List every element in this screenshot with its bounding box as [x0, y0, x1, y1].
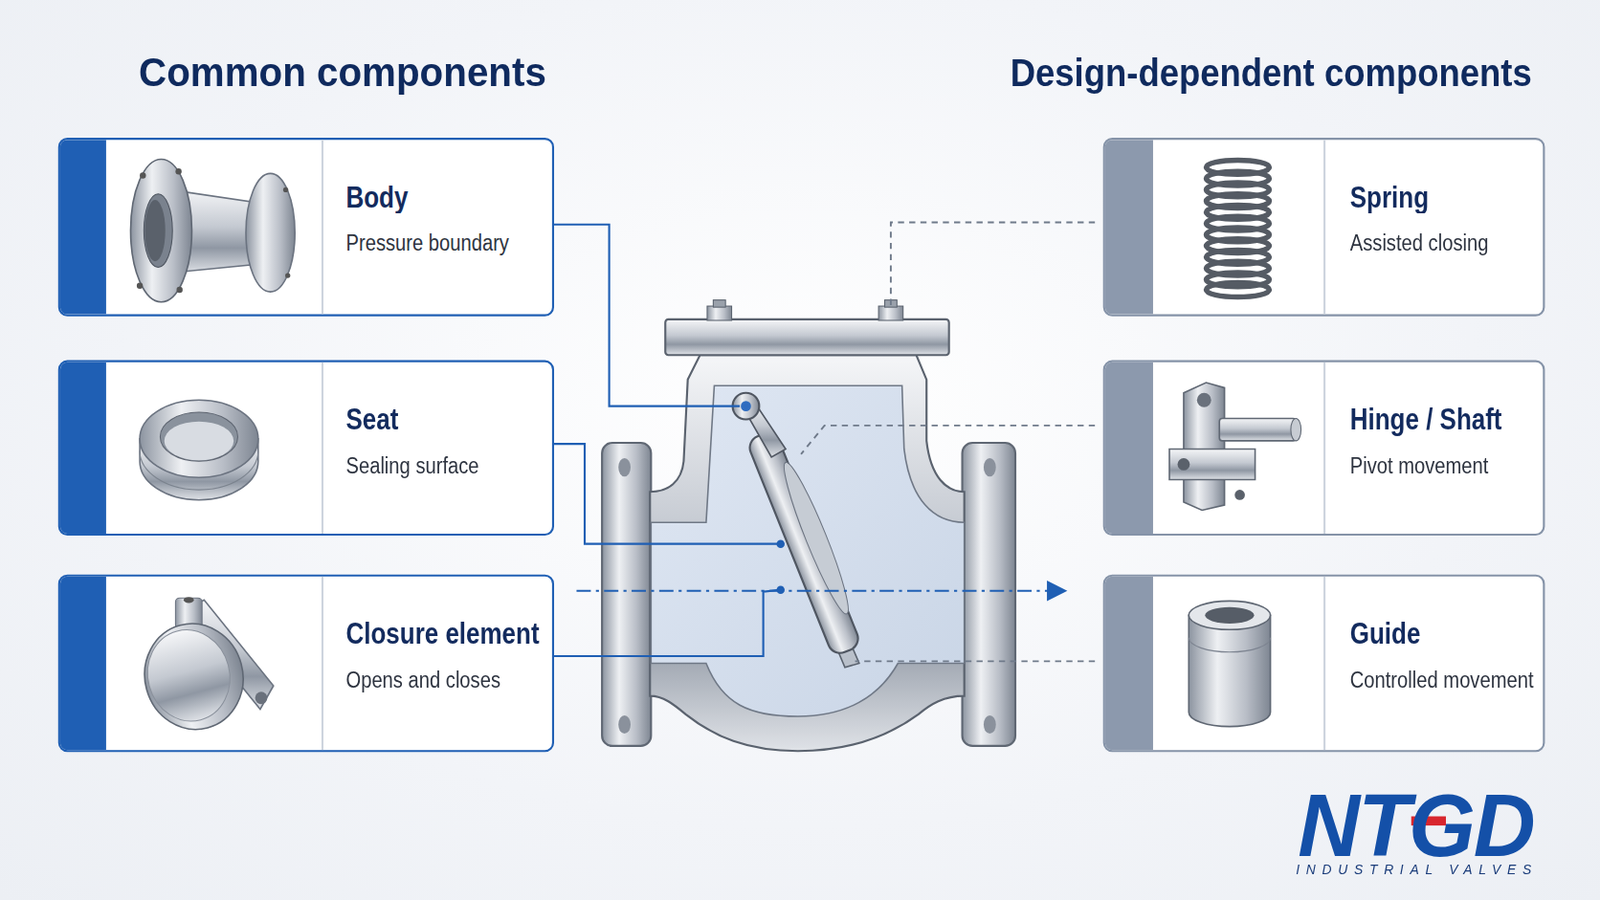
- seat-icon: [139, 400, 259, 501]
- logo-mark: NTGD: [1297, 777, 1534, 875]
- component-name: Seat: [345, 402, 476, 437]
- guide-icon: [1188, 600, 1270, 727]
- component-name: Hinge / Shaft: [1350, 402, 1503, 437]
- divider-line: [321, 362, 324, 534]
- hinge-icon: [1169, 382, 1302, 511]
- component-name: Guide: [1350, 617, 1530, 651]
- text-group: BodyPressure boundary: [345, 180, 535, 258]
- text-group: SpringAssisted closing: [1350, 180, 1512, 258]
- section-heading: Design-dependent components: [1010, 51, 1533, 95]
- accent-band: [1105, 139, 1154, 314]
- divider-line: [1323, 139, 1326, 314]
- component-role: Assisted closing: [1350, 230, 1489, 258]
- logo-tagline: INDUSTRIAL VALVES: [1295, 864, 1538, 879]
- text-group: SeatSealing surface: [345, 402, 501, 480]
- closure-icon: [133, 597, 274, 741]
- text-group: Hinge / ShaftPivot movement: [1350, 402, 1532, 480]
- component-card: SeatSealing surface: [58, 360, 555, 537]
- component-role: Opens and closes: [345, 667, 544, 695]
- component-name: Spring: [1350, 180, 1486, 215]
- component-card: Hinge / ShaftPivot movement: [1103, 360, 1546, 537]
- accent-band: [60, 577, 107, 751]
- text-group: GuideControlled movement: [1350, 617, 1546, 694]
- body-icon: [130, 158, 295, 302]
- section-heading: Common components: [138, 50, 547, 95]
- spring-icon: [1205, 160, 1269, 298]
- component-card: BodyPressure boundary: [58, 137, 555, 317]
- component-role: Sealing surface: [345, 453, 479, 481]
- component-card: Closure elementOpens and closes: [58, 575, 555, 754]
- divider-line: [1323, 362, 1326, 534]
- check-valve-section: [601, 300, 1016, 753]
- component-role: Controlled movement: [1350, 667, 1534, 695]
- text-group: Closure elementOpens and closes: [345, 617, 555, 694]
- component-role: Pivot movement: [1350, 453, 1507, 481]
- component-role: Pressure boundary: [345, 230, 509, 258]
- component-card: GuideControlled movement: [1103, 575, 1546, 754]
- accent-band: [60, 362, 107, 534]
- flow-arrow: [576, 580, 1067, 601]
- accent-band: [60, 139, 107, 314]
- component-card: SpringAssisted closing: [1103, 137, 1546, 317]
- accent-band: [1105, 577, 1154, 751]
- leader-lines: [554, 222, 1095, 663]
- accent-band: [1105, 362, 1154, 534]
- divider-line: [321, 577, 324, 751]
- component-name: Closure element: [345, 617, 539, 651]
- divider-line: [1323, 577, 1326, 751]
- component-name: Body: [345, 180, 506, 215]
- divider-line: [321, 139, 324, 314]
